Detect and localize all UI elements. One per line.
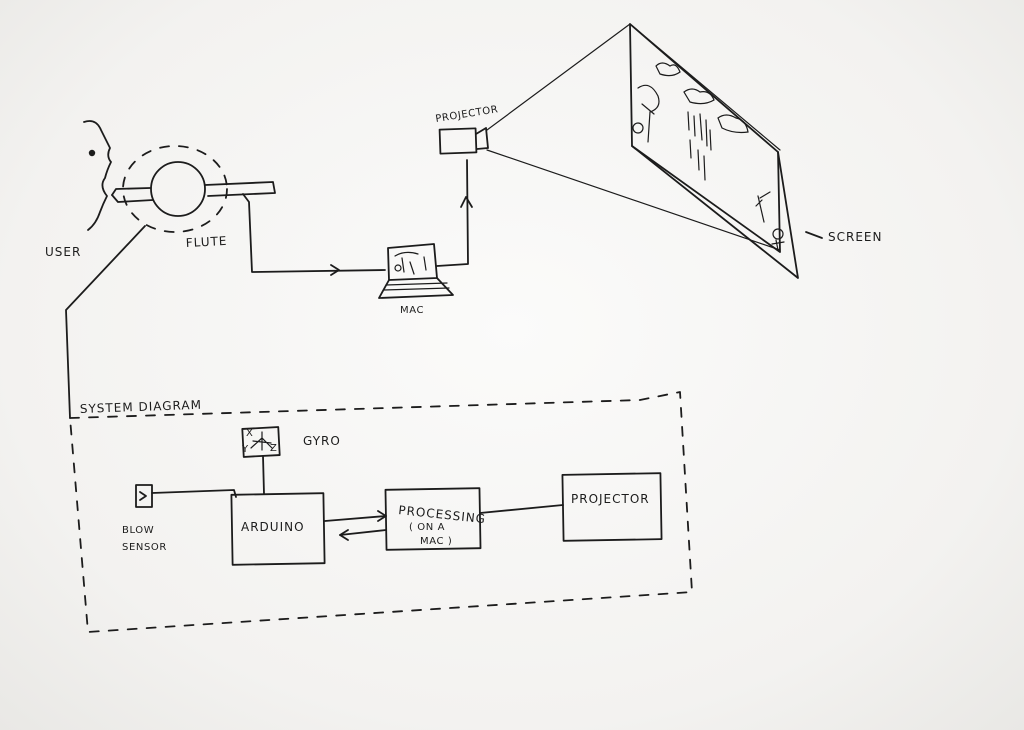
- gyro-axis-z: Z: [270, 443, 277, 454]
- mac-to-projector-wire: [437, 160, 468, 266]
- projection-beam-lower: [487, 150, 780, 250]
- projection-screen: [630, 24, 798, 278]
- blow-sensor-to-arduino-wire: [152, 490, 236, 497]
- screen-label-leader: [806, 232, 822, 238]
- screen-label: SCREEN: [828, 230, 882, 244]
- gyro-axis-x: X: [246, 428, 253, 439]
- processing-to-projector-wire: [480, 505, 563, 513]
- projector-box: [562, 473, 661, 541]
- gyro-axis-y: Y: [241, 444, 249, 455]
- user-face: [84, 121, 111, 230]
- processing-sub-1: ( ON A: [409, 522, 445, 533]
- gyro-to-arduino-wire: [263, 456, 264, 494]
- wire-arrow-to-projector: [461, 197, 472, 207]
- arduino-label: ARDUINO: [241, 520, 305, 534]
- blow-sensor-icon: [136, 485, 152, 507]
- mac-label: MAC: [400, 305, 424, 316]
- blow-sensor-label-1: BLOW: [122, 525, 154, 536]
- projector-top-label: PROJECTOR: [435, 104, 499, 125]
- user-label: USER: [45, 245, 81, 259]
- blow-sensor-label-2: SENSOR: [122, 542, 167, 553]
- gyro-label: GYRO: [303, 434, 341, 448]
- projector-box-label: PROJECTOR: [571, 492, 650, 506]
- projector-icon: [440, 128, 488, 154]
- projection-beam-upper: [487, 24, 630, 130]
- system-diagram-title: SYSTEM DIAGRAM: [80, 398, 203, 416]
- processing-sub-2: MAC ): [420, 536, 452, 547]
- flute-label: FLUTE: [185, 234, 227, 250]
- mac-laptop-icon: [379, 244, 453, 298]
- arduino-to-processing-arrow: [325, 516, 386, 521]
- flute-to-mac-wire: [243, 194, 385, 272]
